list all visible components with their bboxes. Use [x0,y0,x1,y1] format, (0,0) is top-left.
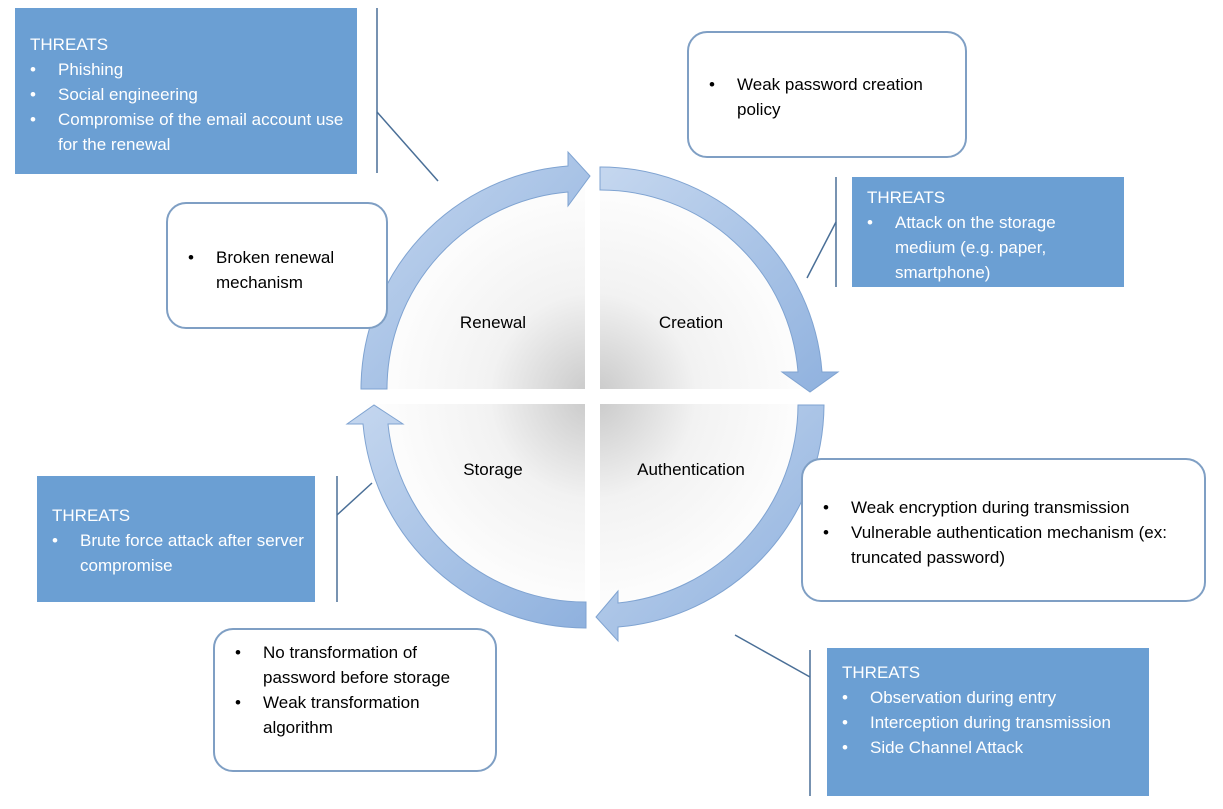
quadrant-renewal [361,165,585,389]
arrow-authentication-to-storage [595,404,825,643]
threat-item: Compromise of the email account use for … [30,107,347,157]
quadrant-creation [600,165,824,389]
authentication-threats-box: THREATS Observation during entry Interce… [827,648,1149,796]
quadrant-storage [361,404,585,628]
threat-item: Social engineering [30,82,347,107]
threat-item: Brute force attack after server compromi… [52,528,305,578]
stage-label-authentication: Authentication [637,460,745,479]
stage-label-storage: Storage [463,460,523,479]
vulnerability-item: Broken renewal mechanism [188,245,372,295]
storage-vulnerabilities-box: No transformation of password before sto… [213,628,497,772]
vulnerability-list: Weak password creation policy [709,72,951,122]
creation-threats-box: THREATS Attack on the storage medium (e.… [852,177,1124,287]
vulnerability-item: No transformation of password before sto… [235,640,481,690]
quadrant-authentication [600,404,824,628]
vulnerability-item: Vulnerable authentication mechanism (ex:… [823,520,1190,570]
stage-label-creation: Creation [658,313,724,332]
creation-vulnerabilities-box: Weak password creation policy [687,31,967,158]
vulnerability-item: Weak transformation algorithm [235,690,481,740]
arrow-storage-to-renewal [345,404,587,629]
connector-line [734,634,811,678]
renewal-vulnerabilities-box: Broken renewal mechanism [166,202,388,329]
threats-title: THREATS [30,35,109,54]
stage-label-renewal: Renewal [459,313,527,332]
storage-threats-box: THREATS Brute force attack after server … [37,476,315,602]
connector-line [336,482,373,516]
vulnerability-item: Weak password creation policy [709,72,951,122]
vulnerability-list: Weak encryption during transmission Vuln… [823,495,1190,570]
threat-list: Attack on the storage medium (e.g. paper… [867,210,1114,285]
vulnerability-item: Weak encryption during transmission [823,495,1190,520]
threat-list: Phishing Social engineering Compromise o… [30,57,347,157]
threats-title: THREATS [52,506,131,525]
renewal-threats-box: THREATS Phishing Social engineering Comp… [15,8,357,174]
vulnerability-list: Broken renewal mechanism [188,245,372,295]
connector-line [806,221,837,279]
threat-item: Side Channel Attack [842,735,1139,760]
connector-line [376,111,439,182]
arrow-creation-to-authentication [599,166,840,393]
threats-title: THREATS [842,663,921,682]
threat-item: Phishing [30,57,347,82]
authentication-vulnerabilities-box: Weak encryption during transmission Vuln… [801,458,1206,602]
threat-item: Interception during transmission [842,710,1139,735]
vulnerability-list: No transformation of password before sto… [235,640,481,740]
threat-item: Attack on the storage medium (e.g. paper… [867,210,1114,285]
threat-list: Observation during entry Interception du… [842,685,1139,760]
threats-title: THREATS [867,188,946,207]
threat-list: Brute force attack after server compromi… [52,528,305,578]
arrow-renewal-to-creation [360,150,591,390]
threat-item: Observation during entry [842,685,1139,710]
